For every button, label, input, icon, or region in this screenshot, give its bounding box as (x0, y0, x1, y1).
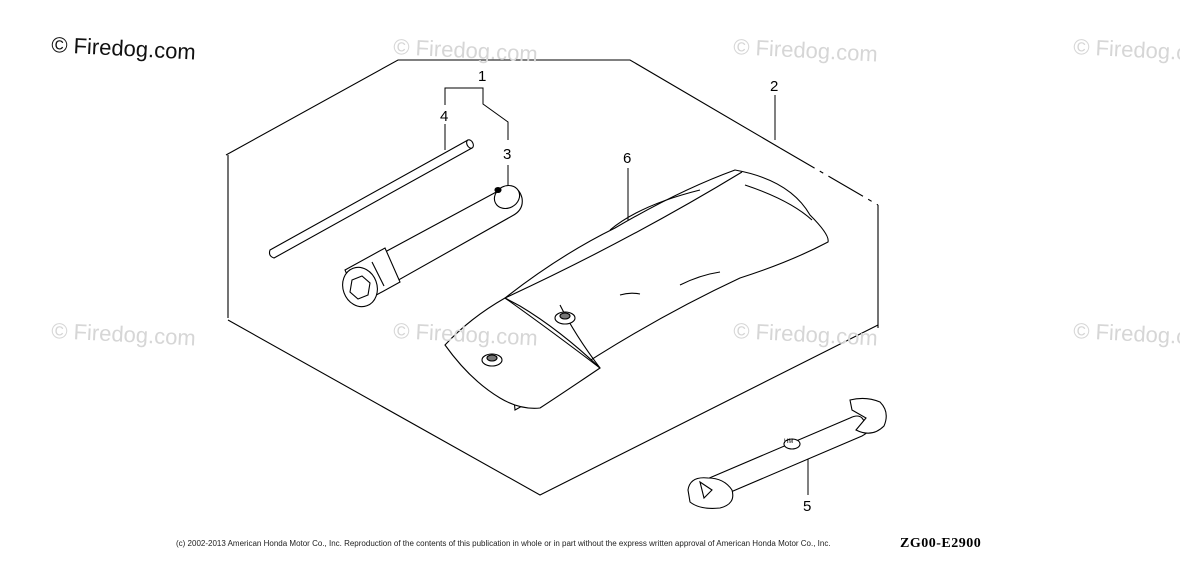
callout-1: 1 (478, 68, 487, 85)
callout-4: 4 (440, 108, 449, 125)
wrench-marking: HM (784, 439, 794, 445)
tool-kit-frame (225, 59, 879, 496)
callout-2: 2 (770, 78, 779, 95)
diagram-code: ZG00-E2900 (900, 536, 982, 551)
open-end-wrench (687, 397, 887, 509)
leader-lines (444, 87, 809, 495)
callout-6: 6 (623, 150, 632, 167)
copyright-notice: (c) 2002-2013 American Honda Motor Co., … (176, 539, 831, 548)
tommy-bar (268, 139, 474, 259)
spark-plug-wrench (342, 184, 523, 308)
callout-5: 5 (803, 498, 812, 515)
callout-3: 3 (503, 146, 512, 163)
tool-bag (444, 169, 829, 411)
